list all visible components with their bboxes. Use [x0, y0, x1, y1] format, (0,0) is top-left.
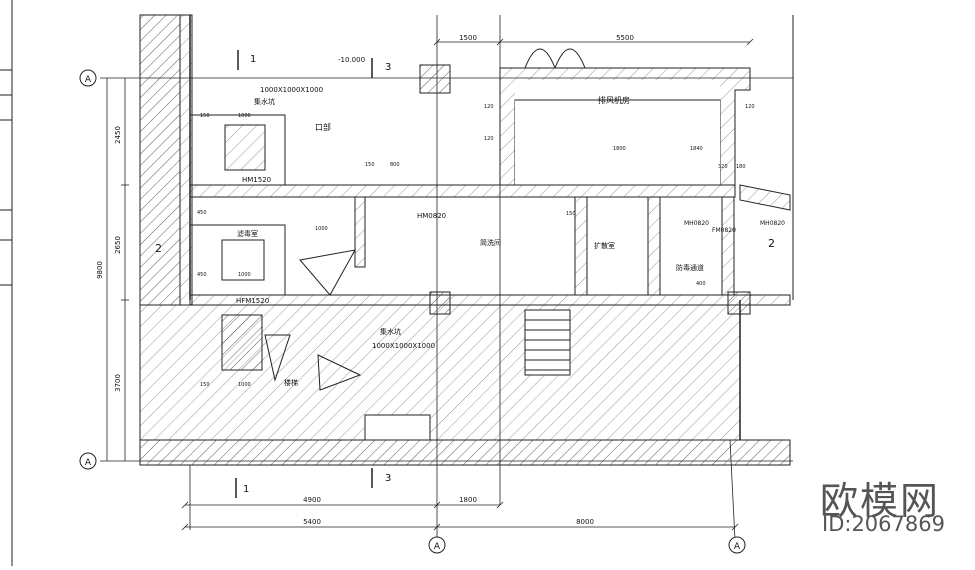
dim-left-1: 2450	[114, 126, 122, 144]
dim-top-1: 1500	[459, 34, 477, 42]
sump-pit-upper	[224, 124, 266, 171]
exhaust-room-interior	[515, 80, 720, 185]
column-top	[419, 64, 451, 94]
watermark-id: ID:2067869	[822, 512, 945, 536]
blast-door-swing-3	[264, 334, 291, 382]
dimension-lines-left	[106, 78, 129, 461]
svg-text:A: A	[85, 458, 92, 468]
label-door-hm1520: HM1520	[242, 176, 271, 184]
earth-wall-left	[139, 14, 181, 306]
room-sump-upper-box	[189, 114, 286, 186]
dim-top-2: 5500	[616, 34, 634, 42]
dimension-lines-top	[433, 38, 754, 46]
dim-small-16: 180	[736, 164, 746, 170]
dim-small-11: 1840	[690, 146, 703, 152]
stair-treads	[525, 319, 570, 371]
dim-small-13: 120	[484, 136, 494, 142]
dim-small-5: 450	[197, 272, 207, 278]
watermark-logo: 欧模网	[820, 479, 941, 523]
label-door-hm0820: HM0820	[417, 212, 446, 220]
section-mark-left: 2	[155, 242, 162, 255]
section-mark-top-1: 1	[250, 54, 256, 65]
label-shelter: 口部	[315, 122, 331, 132]
label-door-mh0820: MH0820	[684, 220, 709, 227]
wall-middle-horizontal	[189, 184, 736, 198]
blast-door-swing-2	[317, 354, 362, 391]
wall-v-4	[721, 196, 735, 296]
section-mark-bottom-1: 1	[243, 484, 249, 495]
dim-bottom-1a: 4900	[303, 496, 321, 504]
axis-bubble-bottom-mid: A	[428, 536, 446, 554]
dim-small-7: 1000	[315, 226, 328, 232]
small-opening-bottom	[364, 414, 431, 441]
label-decon-room: 防毒通道	[676, 263, 704, 272]
label-sump-lower: 集水坑	[380, 327, 401, 336]
section-mark-top-3: 3	[385, 62, 391, 73]
filter-unit	[221, 239, 265, 281]
left-margin-ticks	[0, 69, 12, 286]
door-arc-top-2	[554, 48, 586, 69]
wall-lower-horizontal	[189, 294, 791, 306]
label-door-fm0820: FM0820	[712, 227, 736, 234]
dim-small-3: 150	[365, 162, 375, 168]
dim-small-14: 120	[745, 104, 755, 110]
dim-bottom-2a: 5400	[303, 518, 321, 526]
label-expansion-room: 扩散室	[594, 241, 615, 250]
dim-small-15: 320	[718, 164, 728, 170]
dim-bottom-2b: 8000	[576, 518, 594, 526]
dim-small-1: 800	[390, 162, 400, 168]
svg-text:A: A	[734, 542, 741, 552]
note-pit-size-upper: 1000X1000X1000	[260, 86, 323, 94]
wall-v-1	[354, 196, 366, 268]
dim-small-8: 1000	[238, 272, 251, 278]
label-washroom: 简洗间	[480, 238, 501, 247]
dim-small-4: 450	[197, 210, 207, 216]
label-staircase: 楼梯	[284, 378, 298, 387]
dim-left-2: 2650	[114, 236, 122, 254]
dim-small-10: 1800	[613, 146, 626, 152]
dim-left-total: 9800	[96, 261, 104, 279]
blast-door-swing-1	[299, 249, 356, 296]
dim-small-18: 400	[696, 281, 706, 287]
wall-v-2	[574, 196, 588, 296]
staircase	[524, 309, 571, 376]
dimension-lines-bottom	[181, 501, 739, 531]
label-exhaust-room: 排风机房	[598, 95, 630, 105]
section-mark-right: 2	[768, 237, 775, 250]
label-door-mh0820-far: MH0820	[760, 220, 785, 227]
axis-bubble-bottom-left: A	[79, 452, 97, 470]
dim-left-3: 3700	[114, 374, 122, 392]
dim-small-12: 120	[484, 104, 494, 110]
dim-small-6: 1000	[238, 382, 251, 388]
vent-duct-right	[739, 184, 791, 211]
note-pit-size-lower: 1000X1000X1000	[372, 342, 435, 350]
axis-bubble-top-left: A	[79, 69, 97, 87]
sump-pit-lower	[221, 314, 263, 371]
label-filter-room: 滤毒室	[237, 229, 258, 238]
grid-lines	[100, 15, 793, 541]
label-sump-upper: 集水坑	[254, 97, 275, 106]
dim-small-2: 1000	[238, 113, 251, 119]
section-mark-bottom-3: 3	[385, 473, 391, 484]
svg-text:A: A	[434, 542, 441, 552]
dim-small-17: 150	[566, 211, 576, 217]
label-door-hfm1520: HFM1520	[236, 297, 269, 305]
room-filter-box	[189, 224, 286, 296]
note-elevation: -10.000	[338, 56, 365, 64]
wall-v-3	[647, 196, 661, 296]
dim-bottom-1b: 1800	[459, 496, 477, 504]
dim-small-9: 150	[200, 382, 210, 388]
door-arc-top-1	[524, 48, 556, 69]
dim-small-0: 150	[200, 113, 210, 119]
svg-text:A: A	[85, 75, 92, 85]
axis-bubble-bottom-right: A	[728, 536, 746, 554]
